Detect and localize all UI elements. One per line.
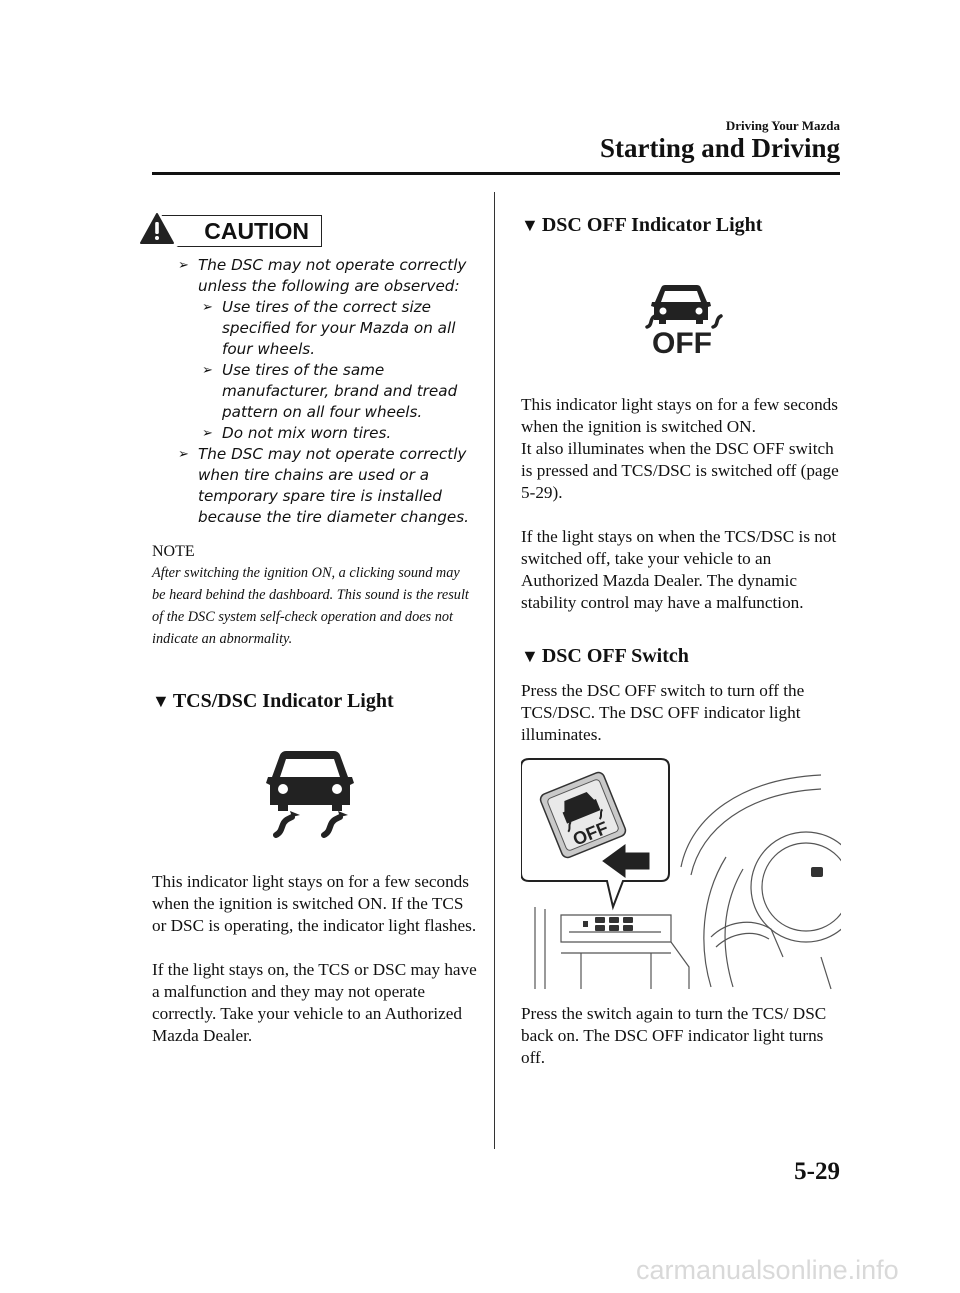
section-triangle-icon: ▼ (152, 691, 170, 711)
dsc-off-light-heading: ▼DSC OFF Indicator Light (521, 214, 762, 237)
dsc-off-switch-para1: Press the DSC OFF switch to turn off the… (521, 681, 805, 744)
column-divider (494, 192, 495, 1149)
caution-subitem: Do not mix worn tires. (202, 423, 478, 444)
tcs-dsc-heading: ▼TCS/DSC Indicator Light (152, 690, 394, 713)
dsc-off-icon-text: OFF (652, 327, 712, 355)
footer-watermark: carmanualsonline.info (636, 1255, 899, 1285)
caution-label: CAUTION (204, 217, 309, 244)
caution-item: The DSC may not operate correctly when t… (178, 444, 478, 528)
note-text: After switching the ignition ON, a click… (152, 565, 469, 647)
warning-triangle-icon (136, 209, 178, 247)
section-title: Starting and Driving (599, 133, 840, 163)
dsc-off-light-heading-text: DSC OFF Indicator Light (541, 214, 763, 236)
dsc-off-light-para1: This indicator light stays on for a few … (521, 395, 838, 436)
dsc-off-switch-description: Press the DSC OFF switch to turn off the… (521, 680, 841, 746)
note-title: NOTE (152, 543, 195, 560)
dsc-off-switch-description-2: Press the switch again to turn the TCS/ … (521, 1003, 841, 1069)
tcs-dsc-description: This indicator light stays on for a few … (152, 871, 482, 1047)
dsc-off-switch-heading: ▼DSC OFF Switch (521, 645, 689, 668)
dsc-off-icon: OFF (645, 285, 723, 355)
caution-subitem: Use tires of the correct size specified … (202, 297, 478, 360)
section-triangle-icon: ▼ (521, 646, 539, 666)
caution-list: The DSC may not operate correctly unless… (178, 255, 478, 528)
dsc-off-light-para1b: It also illuminates when the DSC OFF swi… (521, 439, 839, 502)
dsc-off-switch-heading-text: DSC OFF Switch (541, 645, 689, 667)
section-triangle-icon: ▼ (521, 215, 539, 235)
header-rule (152, 172, 840, 175)
dsc-off-switch-para2: Press the switch again to turn the TCS/ … (521, 1004, 827, 1067)
page-number: 5-29 (794, 1158, 840, 1185)
chapter-title: Driving Your Mazda (725, 118, 840, 133)
tcs-dsc-para2: If the light stays on, the TCS or DSC ma… (152, 960, 477, 1045)
dsc-off-light-description: This indicator light stays on for a few … (521, 394, 841, 614)
tcs-dsc-heading-text: TCS/DSC Indicator Light (172, 690, 394, 712)
caution-subitem: Use tires of the same manufacturer, bran… (202, 360, 478, 423)
dsc-off-switch-illustration: OFF (521, 758, 841, 990)
caution-label-box: CAUTION (160, 215, 322, 247)
tcs-dsc-para1: This indicator light stays on for a few … (152, 872, 477, 935)
dsc-off-light-para2: If the light stays on when the TCS/DSC i… (521, 527, 837, 612)
tcs-dsc-icon (266, 751, 354, 838)
caution-item: The DSC may not operate correctly unless… (178, 255, 478, 297)
